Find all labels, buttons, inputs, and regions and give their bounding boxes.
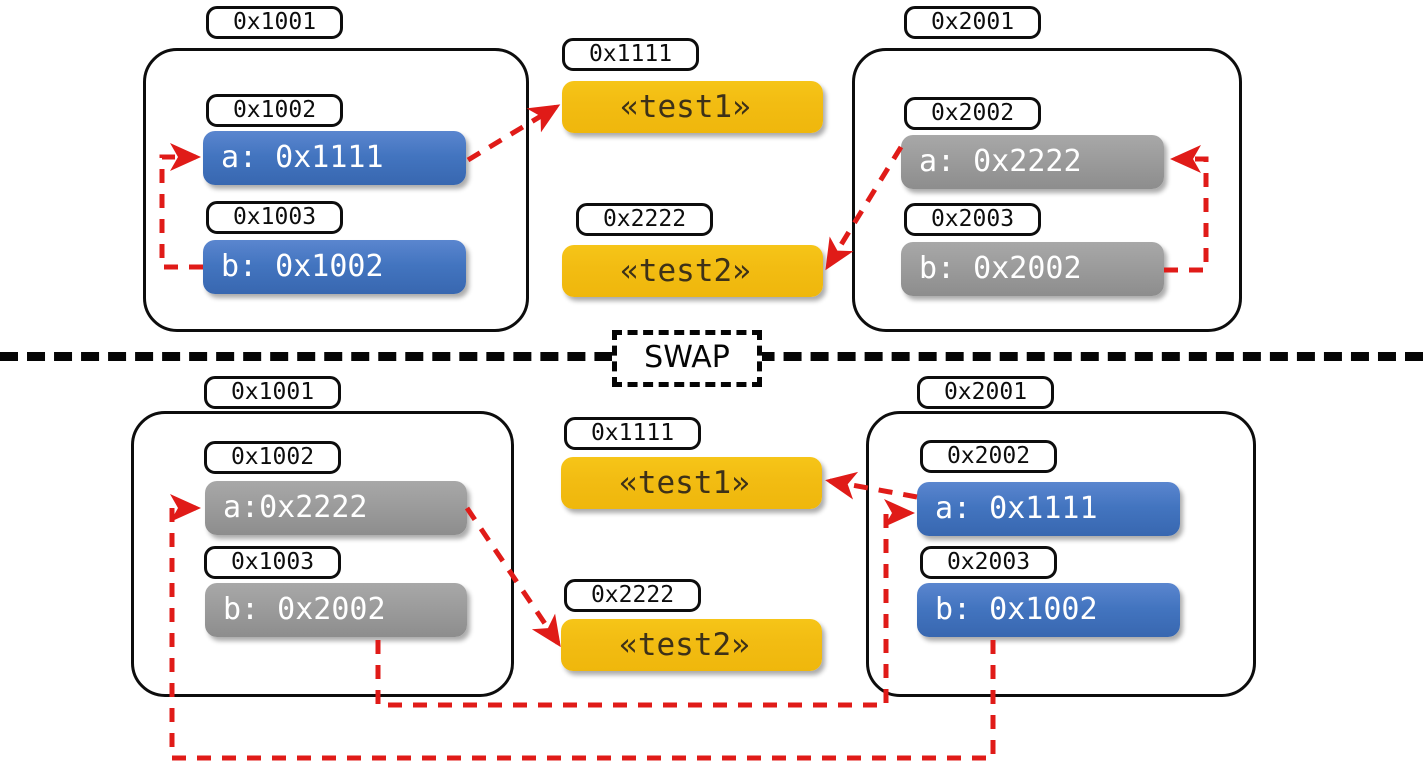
- before-left-slot0-value: a: 0x1111: [203, 131, 466, 185]
- before-right-slot0-value: a: 0x2222: [901, 135, 1164, 189]
- before-string0-value: «test1»: [562, 81, 823, 133]
- before-left-slot1-address: 0x1003: [206, 201, 343, 234]
- after-string1-value: «test2»: [561, 619, 822, 671]
- after-right-slot0-address: 0x2002: [920, 440, 1057, 473]
- arrow-after-right-b-to-left-a: [169, 494, 996, 761]
- after-string0-address: 0x1111: [564, 417, 701, 450]
- arrow-after-left-b-to-right-a: [375, 499, 916, 708]
- after-left-slot1-address: 0x1003: [204, 546, 341, 579]
- before-string1-address: 0x2222: [576, 203, 713, 236]
- arrow-after-right-a-to-test1: [825, 471, 918, 500]
- swap-label: SWAP: [644, 340, 730, 375]
- before-right-slot1-value: b: 0x2002: [901, 242, 1164, 296]
- before-string1-value: «test2»: [562, 245, 823, 297]
- after-left-slot0-address: 0x1002: [204, 441, 341, 474]
- arrow-before-left-b-to-a: [159, 143, 203, 270]
- arrow-after-left-a-to-test2: [464, 506, 561, 648]
- after-string1-address: 0x2222: [564, 579, 701, 612]
- before-left-slot0-address: 0x1002: [206, 94, 343, 127]
- before-right-slot0-address: 0x2002: [904, 97, 1041, 130]
- before-left-slot1-value: b: 0x1002: [203, 240, 466, 294]
- before-right-slot1-address: 0x2003: [904, 203, 1041, 236]
- before-string0-address: 0x1111: [562, 38, 699, 71]
- after-left-slot1-value: b: 0x2002: [205, 583, 467, 637]
- swap-label-box: SWAP: [612, 330, 762, 387]
- arrow-before-left-a-to-test1: [466, 104, 561, 163]
- after-right-slot1-value: b: 0x1002: [917, 583, 1180, 637]
- before-left-frame-address: 0x1001: [206, 6, 343, 39]
- after-left-slot0-value: a:0x2222: [205, 481, 467, 535]
- after-right-slot1-address: 0x2003: [920, 546, 1057, 579]
- after-left-frame-address: 0x1001: [204, 376, 341, 409]
- before-right-frame-address: 0x2001: [904, 6, 1041, 39]
- arrow-before-right-b-to-a: [1164, 144, 1209, 273]
- after-right-slot0-value: a: 0x1111: [917, 482, 1180, 536]
- after-right-frame-address: 0x2001: [917, 376, 1054, 409]
- after-string0-value: «test1»: [561, 457, 822, 509]
- arrow-before-right-a-to-test2: [825, 145, 904, 271]
